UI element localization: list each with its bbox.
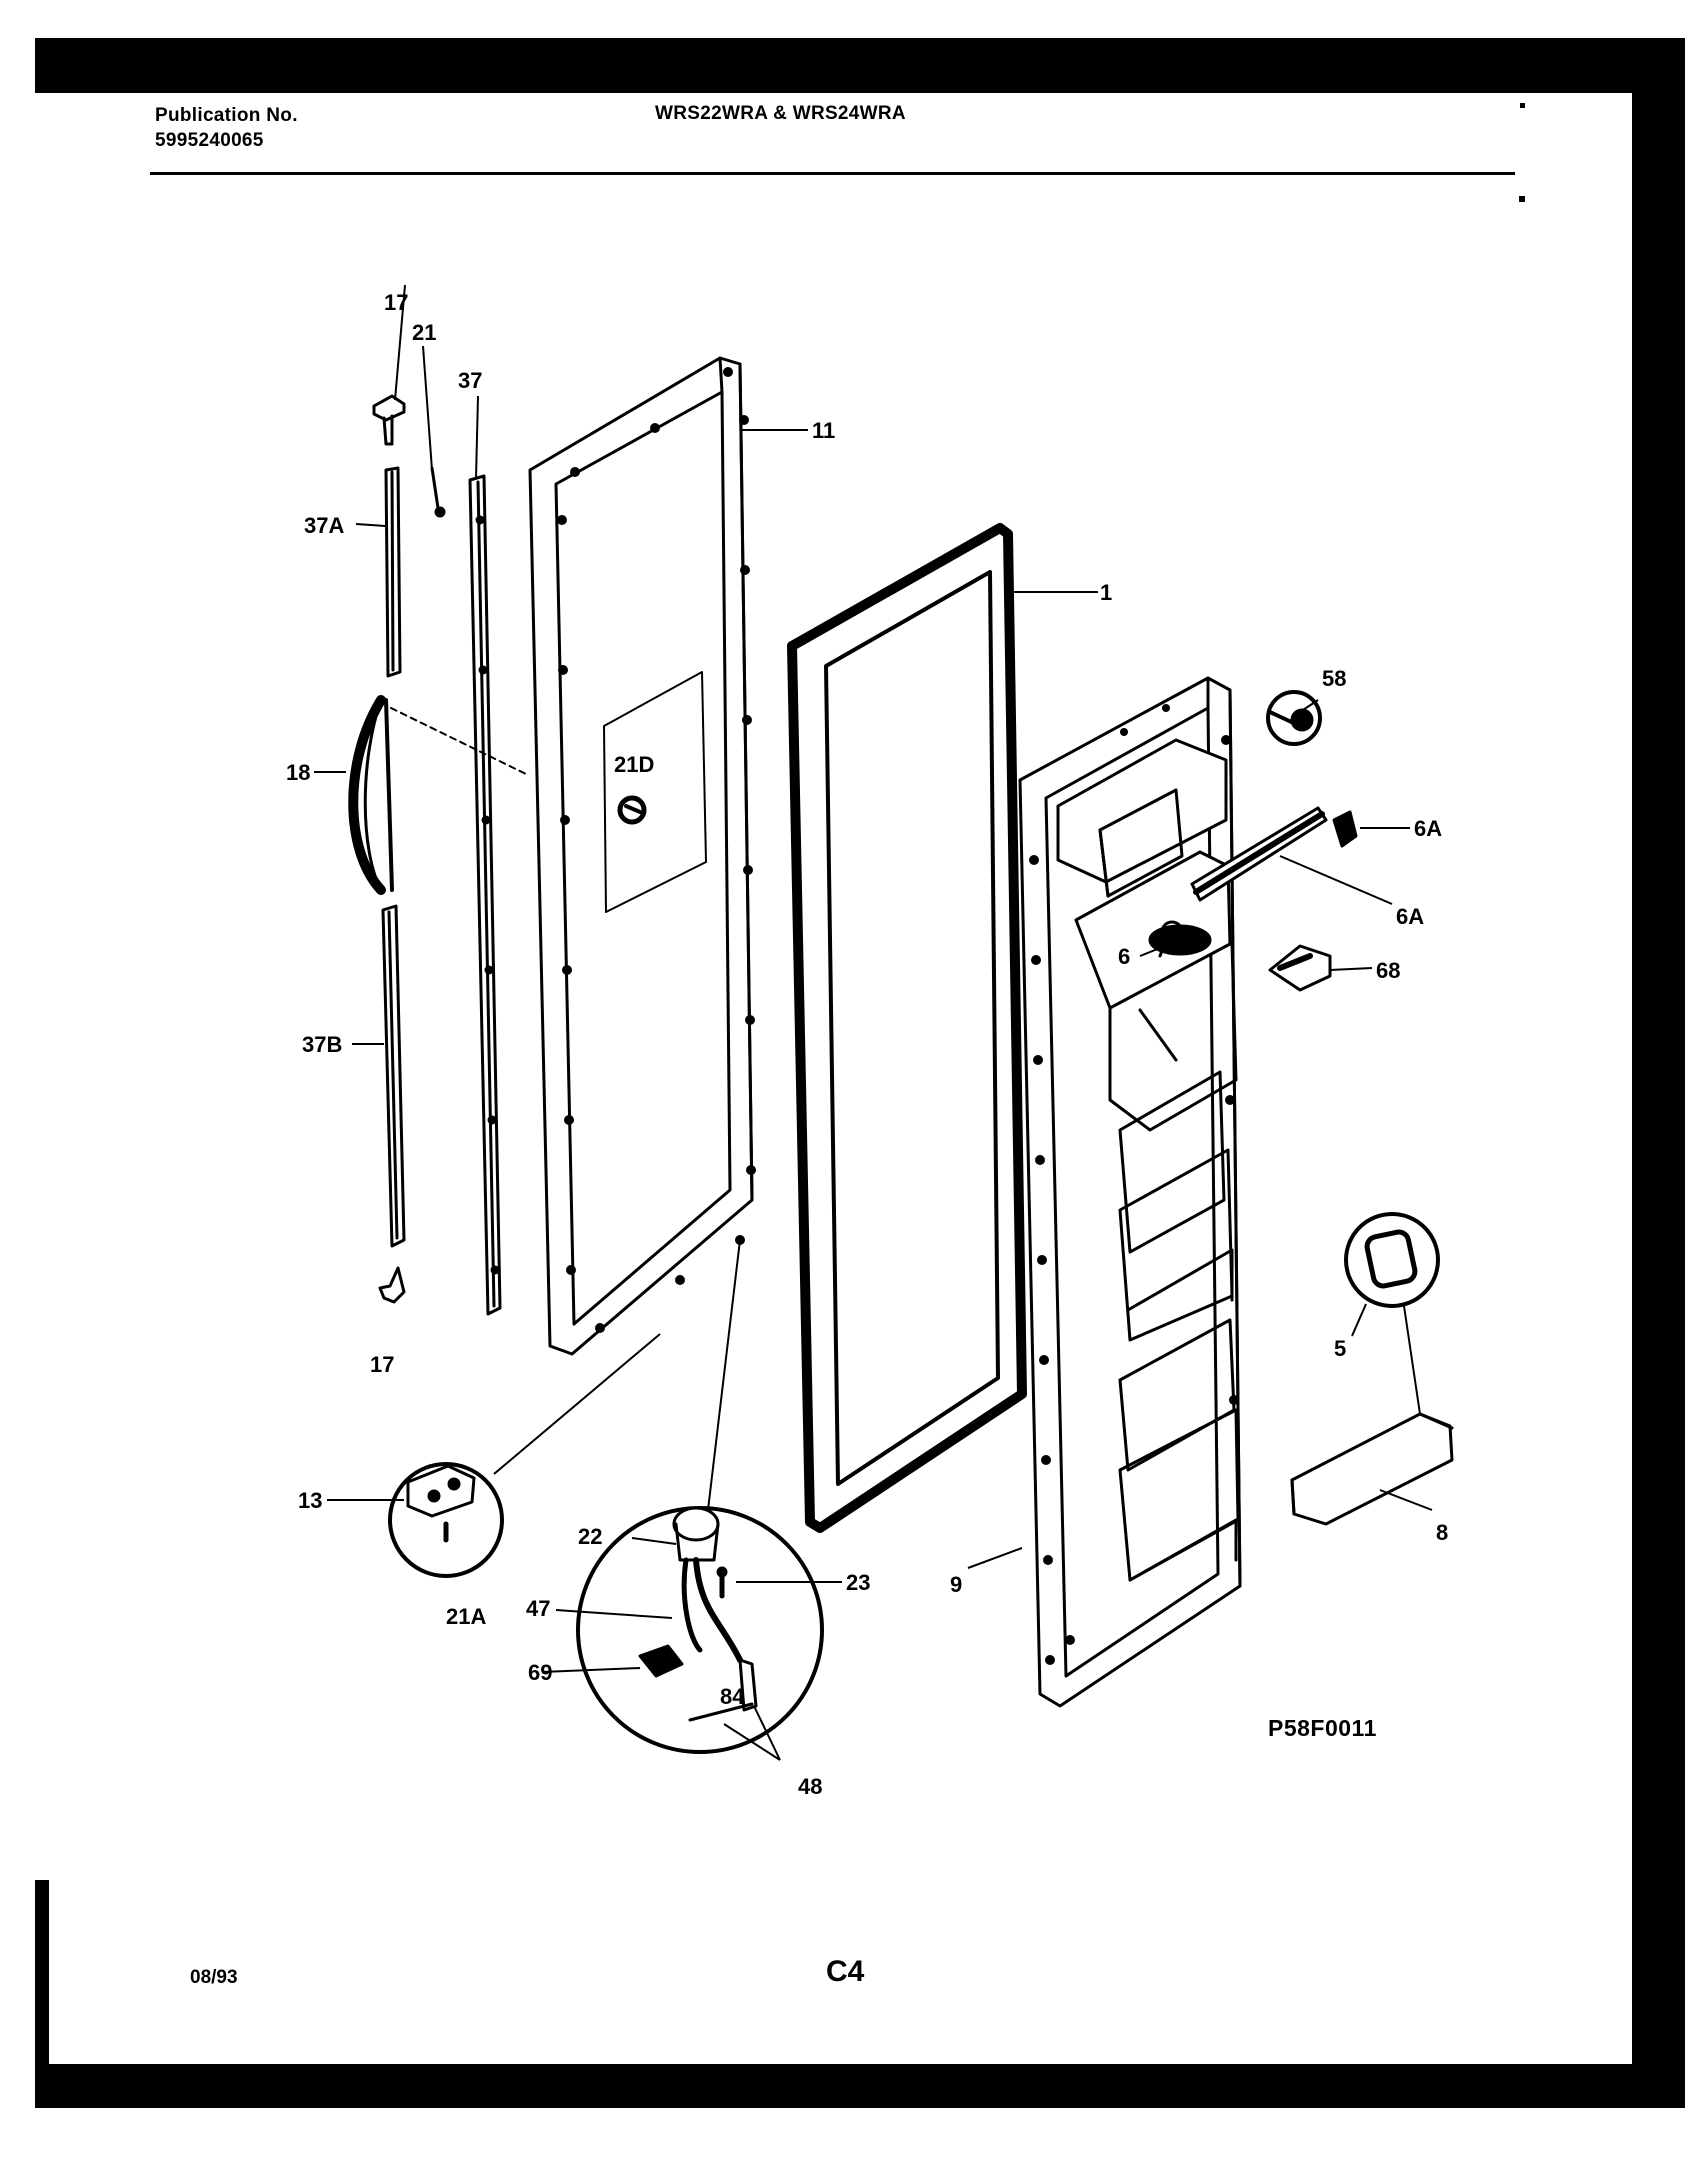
part-label-37A: 37A — [304, 513, 344, 538]
scan-border-left — [35, 1880, 49, 2108]
part-label-69: 69 — [528, 1660, 552, 1685]
publication-label: Publication No. — [155, 105, 298, 126]
header-rule — [150, 172, 1515, 175]
leader-8 — [1379, 1489, 1433, 1511]
scan-border-right — [1632, 38, 1685, 2108]
lever-68 — [1268, 944, 1332, 992]
part-label-21A: 21A — [446, 1604, 486, 1629]
part-label-21: 21 — [412, 320, 436, 345]
part-label-17-bottom: 17 — [370, 1352, 394, 1377]
part-label-11: 11 — [812, 418, 835, 443]
door-panel-11 — [528, 356, 756, 1356]
part-label-9: 9 — [950, 1572, 962, 1597]
screw-58 — [1266, 690, 1322, 746]
leader-5-to-8 — [1403, 1305, 1421, 1415]
part-label-84: 84 — [720, 1684, 745, 1709]
part-label-1: 1 — [1100, 580, 1112, 605]
part-label-5: 5 — [1334, 1336, 1346, 1361]
leader-21 — [422, 345, 433, 471]
footer-date: 08/93 — [190, 1967, 238, 1988]
trim-37B — [381, 904, 406, 1248]
leader-22 — [631, 1537, 677, 1545]
part-label-6A-bar: 6A — [1396, 904, 1424, 929]
part-label-37B: 37B — [302, 1032, 342, 1057]
leader-lines — [314, 284, 1433, 1761]
label-plate-21D — [603, 671, 707, 913]
screw-21 — [430, 466, 446, 518]
wiring-detail — [576, 1506, 824, 1754]
leader-48-b — [753, 1705, 781, 1761]
leader-58 — [1299, 699, 1319, 713]
pad-5 — [1344, 1212, 1440, 1308]
leader-68 — [1329, 967, 1373, 971]
part-label-13: 13 — [298, 1488, 322, 1513]
leader-6A-bar — [1279, 855, 1393, 905]
dashed-alignment-line — [390, 707, 529, 776]
leader-48-a — [723, 1723, 781, 1761]
part-label-21D: 21D — [614, 752, 654, 777]
part-label-8: 8 — [1436, 1520, 1448, 1545]
leader-69 — [541, 1667, 641, 1673]
trim-37A — [384, 466, 402, 678]
part-label-18: 18 — [286, 760, 310, 785]
door-liner-9 — [1018, 676, 1242, 1708]
bar-6A — [1190, 806, 1328, 902]
part-label-23: 23 — [846, 1570, 870, 1595]
part-label-6A-clip: 6A — [1414, 816, 1442, 841]
door-gasket-1 — [787, 523, 1027, 1533]
drawing-code: P58F0011 — [1268, 1715, 1377, 1741]
scan-border-top — [35, 38, 1685, 93]
clip-6A — [1332, 810, 1358, 848]
leader-17-top — [394, 284, 406, 401]
leader-5 — [1351, 1303, 1367, 1337]
model-title: WRS22WRA & WRS24WRA — [655, 103, 906, 124]
leader-6 — [1139, 947, 1161, 957]
part-label-47: 47 — [526, 1596, 550, 1621]
part-label-6: 6 — [1118, 944, 1130, 969]
part-label-58: 58 — [1322, 666, 1346, 691]
handle-end-cap-bottom — [378, 1266, 406, 1304]
hinge-13 — [388, 1462, 504, 1578]
leader-37 — [475, 395, 479, 479]
scan-border-bottom — [35, 2064, 1685, 2108]
part-label-68: 68 — [1376, 958, 1400, 983]
door-handle-18 — [348, 695, 394, 895]
footer-page-number: C4 — [826, 1955, 865, 1988]
part-label-17-top: 17 — [384, 290, 408, 315]
leader-13-to-door — [493, 1333, 661, 1475]
part-label-22: 22 — [578, 1524, 602, 1549]
scan-speck — [1519, 196, 1525, 202]
part-label-48: 48 — [798, 1774, 822, 1799]
part-label-37: 37 — [458, 368, 482, 393]
dispenser-knob-6 — [1158, 920, 1184, 958]
leader-37A — [355, 523, 386, 527]
scan-speck — [1520, 103, 1525, 108]
handle-strip-37 — [468, 474, 502, 1316]
leader-22-to-door — [707, 1239, 741, 1511]
leader-47 — [555, 1609, 673, 1619]
publication-number: 5995240065 — [155, 130, 264, 151]
leader-9 — [967, 1547, 1023, 1569]
handle-end-cap-top — [372, 394, 406, 446]
